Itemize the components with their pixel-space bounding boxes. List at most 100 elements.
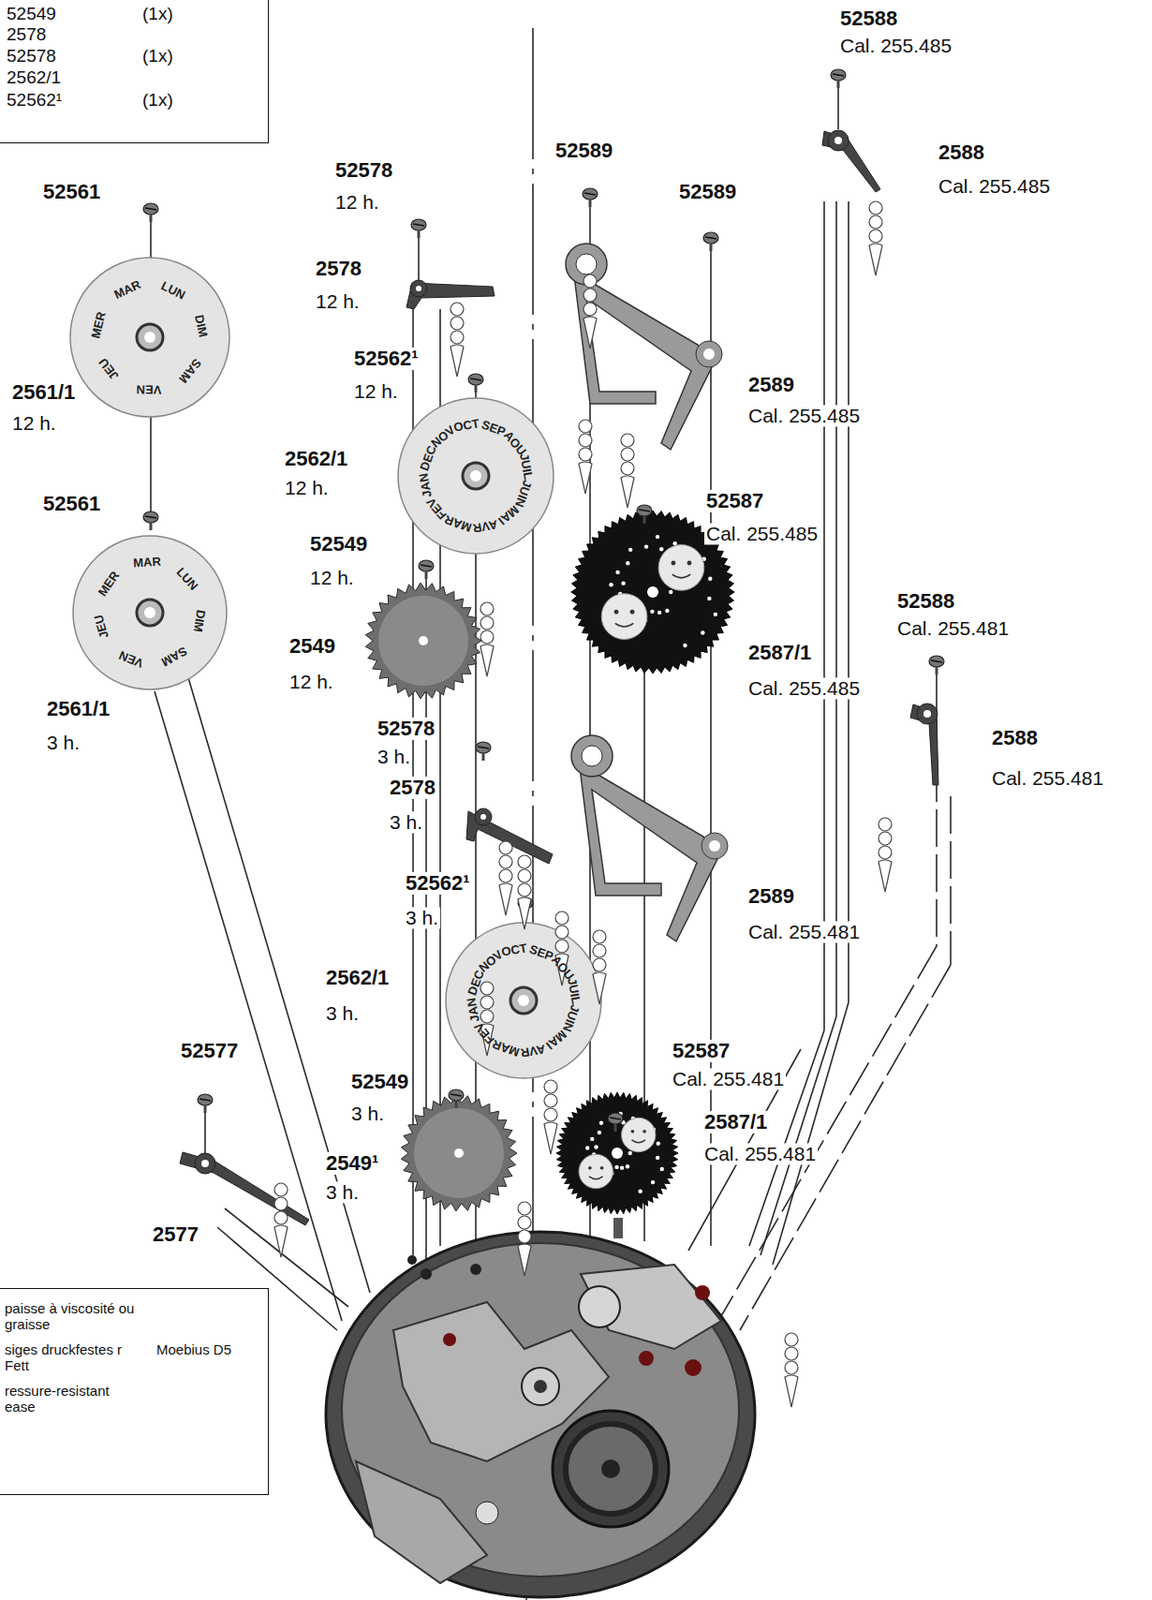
lever-hole [415, 285, 422, 292]
jewel [684, 1358, 702, 1376]
screw-head [830, 69, 846, 81]
star [625, 561, 630, 565]
star [608, 582, 613, 587]
oil-mark [784, 1332, 798, 1346]
part-number: 2578 [313, 257, 364, 281]
disk-word: JUIN [513, 478, 534, 509]
star [713, 612, 718, 617]
oil-drop [878, 859, 892, 892]
star [655, 1155, 660, 1160]
part-number: 52561 [41, 180, 103, 204]
lever-ring [701, 832, 728, 859]
oil-drop [517, 1243, 532, 1276]
star [682, 643, 687, 648]
part-number: 52562¹ [403, 871, 473, 895]
lever-hole [703, 348, 715, 360]
star [620, 1165, 624, 1169]
lever-2588 [910, 703, 939, 785]
screw-head [411, 219, 427, 231]
oil-mark [499, 841, 513, 855]
disk-hole [144, 331, 156, 343]
oil-mark [592, 944, 606, 958]
disk-hole [611, 1147, 623, 1159]
part-number: 52549 [349, 1070, 411, 1093]
legend-box: paisse à viscosité ou graissesiges druck… [0, 1287, 269, 1495]
lever-ring [571, 735, 613, 777]
wheel [578, 1285, 621, 1328]
star [660, 1166, 665, 1171]
part-note: 3 h. [44, 731, 82, 754]
screw-head [197, 1093, 213, 1106]
calendar-disk [398, 398, 554, 554]
disk-hub [462, 462, 489, 489]
oil-mark [517, 1229, 532, 1243]
axis-lines [150, 28, 951, 1600]
oil-mark [450, 316, 464, 330]
moon-face [601, 593, 648, 640]
watch-movement [325, 1217, 755, 1597]
jewel [694, 1284, 710, 1300]
star [700, 630, 705, 635]
disk-word: MER [89, 310, 108, 340]
oil-mark [578, 447, 592, 461]
moon-mouth [615, 622, 634, 627]
oil-drop [517, 897, 532, 930]
disk-word: VEN [117, 649, 146, 670]
lever-ring [474, 808, 492, 826]
part-number: 52578 [333, 159, 395, 182]
disk-word: DEC [417, 443, 439, 473]
part-note: 12 h. [308, 566, 356, 589]
axis-line [772, 1002, 849, 1265]
oil-mark [517, 869, 532, 883]
part-note: Cal. 255.485 [746, 404, 862, 427]
axis-line [709, 248, 712, 1246]
screw-thread [474, 384, 478, 393]
screw-slot [832, 73, 844, 76]
oil-drop [784, 1374, 798, 1407]
part-number: 2587/1 [746, 641, 813, 665]
disk-word: MER [95, 568, 121, 598]
screw-head [143, 511, 159, 523]
disk-hub [136, 324, 163, 351]
part-number: 52587 [670, 1039, 732, 1063]
part-note: 12 h. [10, 412, 59, 434]
screw-slot [584, 192, 596, 195]
axis-line [823, 201, 826, 1031]
disk-hole [647, 586, 659, 598]
moon-face [621, 1117, 656, 1152]
table-cell: 52562¹ [6, 89, 62, 111]
screw-head [143, 203, 159, 215]
star [644, 544, 649, 548]
screw-slot [450, 1093, 462, 1096]
part-number: 52588 [895, 590, 957, 613]
lever-plate [179, 1152, 310, 1226]
legend-text: paisse à viscosité ou graisse [4, 1299, 136, 1333]
part-number: 2589 [746, 885, 797, 908]
lever-hole [708, 840, 721, 852]
part-number: 52561 [41, 492, 103, 516]
part-number: 52577 [178, 1039, 240, 1063]
oil-mark [869, 229, 883, 243]
screw [475, 1501, 499, 1524]
oil-mark [544, 1079, 558, 1093]
gear-face [378, 595, 469, 686]
part-note: Cal. 255.481 [989, 767, 1106, 789]
lever-2588 [822, 130, 881, 192]
part-number: 2561/1 [44, 697, 112, 721]
disk-word: LUN [174, 564, 201, 592]
moon-eye [630, 609, 636, 615]
disk-word: VEN [136, 383, 163, 396]
moon-disk [556, 1092, 679, 1214]
moon-eye [600, 1166, 605, 1170]
axis-line [204, 1110, 207, 1160]
part-number: 2578 [387, 776, 438, 799]
disk-word: MAR [490, 1037, 521, 1059]
lever-ring [194, 1152, 216, 1174]
star [637, 1189, 642, 1194]
lever-ring [827, 130, 849, 151]
part-number: 2562/1 [324, 966, 391, 990]
oil-drop [480, 644, 494, 677]
axis-line [835, 201, 838, 1017]
table-cell: 52549 [6, 3, 57, 25]
axis-line [149, 416, 152, 525]
